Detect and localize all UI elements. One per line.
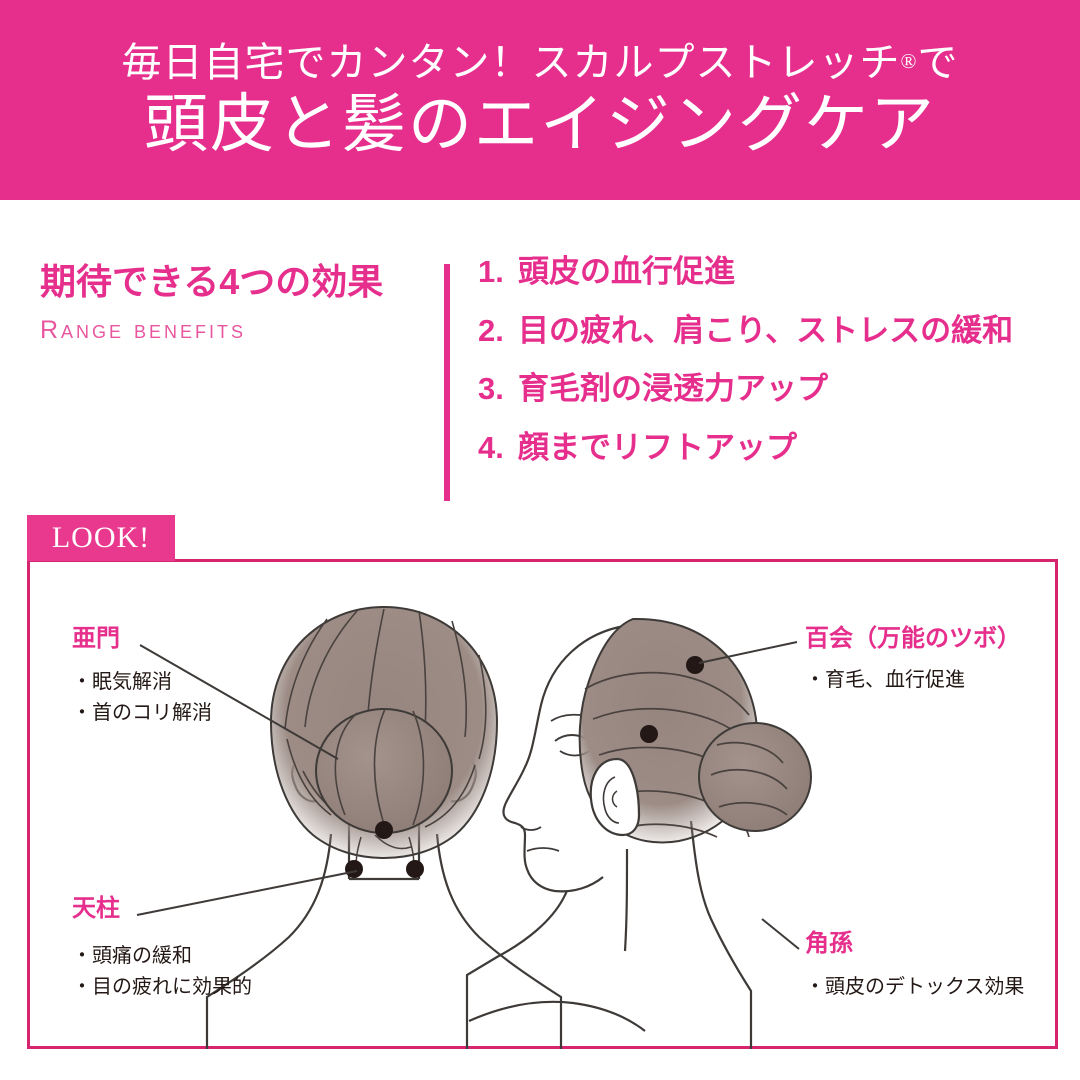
header-title: 頭皮と髪のエイジングケア xyxy=(144,89,936,161)
label-amon-items: ・眠気解消 ・首のコリ解消 xyxy=(72,668,212,728)
benefits-title: 期待できる4つの効果 xyxy=(40,261,384,302)
list-item: 1. 頭皮の血行促進 xyxy=(478,254,1068,289)
label-hyakue-items: ・育毛、血行促進 xyxy=(805,666,1021,695)
label-hyakue: 百会（万能のツボ） ・育毛、血行促進 xyxy=(805,625,1021,695)
header-subtitle: 毎日自宅でカンタン！スカルプストレッチ®で xyxy=(122,41,959,85)
label-kakuson: 角孫 ・頭皮のデトックス効果 xyxy=(805,930,1024,1002)
label-hyakue-name: 百会（万能のツボ） xyxy=(805,625,1021,652)
benefit-number: 2. xyxy=(478,312,504,348)
benefits-list: 1. 頭皮の血行促進 2. 目の疲れ、肩こり、ストレスの緩和 3. 育毛剤の浸透… xyxy=(478,254,1068,490)
header-banner: 毎日自宅でカンタン！スカルプストレッチ®で 頭皮と髪のエイジングケア xyxy=(0,0,1080,200)
label-kakuson-item: ・頭皮のデトックス効果 xyxy=(805,975,1025,998)
label-kakuson-items: ・頭皮のデトックス効果 xyxy=(805,973,1024,1002)
header-subtitle-prefix: 毎日自宅でカンタン！スカルプストレッチ xyxy=(121,40,901,86)
list-item: 4. 顔までリフトアップ xyxy=(478,429,1068,465)
benefits-divider xyxy=(444,264,450,501)
label-amon-name: 亜門 xyxy=(72,625,120,652)
list-item: 3. 育毛剤の浸透力アップ xyxy=(478,373,1068,406)
benefit-text: 育毛剤の浸透力アップ xyxy=(518,371,828,407)
look-tab-label: LOOK! xyxy=(51,521,151,554)
benefit-number: 4. xyxy=(478,429,504,465)
benefit-text: 顔までリフトアップ xyxy=(518,429,797,465)
label-tenchu: 天柱 ・頭痛の緩和 ・目の疲れに効果的 xyxy=(72,895,252,1002)
benefit-text: 頭皮の血行促進 xyxy=(518,254,735,289)
label-tenchu-item: ・目の疲れに効果的 xyxy=(72,975,252,998)
benefit-text: 目の疲れ、肩こり、ストレスの緩和 xyxy=(518,312,1014,348)
label-amon: 亜門 ・眠気解消 ・首のコリ解消 xyxy=(72,625,212,728)
label-hyakue-item: ・育毛、血行促進 xyxy=(805,668,965,691)
list-item: 2. 目の疲れ、肩こり、ストレスの緩和 xyxy=(478,312,1068,348)
label-kakuson-name: 角孫 xyxy=(805,930,853,957)
registered-trademark-icon: ® xyxy=(900,49,918,74)
look-tab: LOOK! xyxy=(27,515,175,561)
header-subtitle-suffix: で xyxy=(917,40,959,86)
benefits-subtitle: Range benefits xyxy=(40,315,247,344)
benefits-heading-group: 期待できる4つの効果 Range benefits xyxy=(40,262,430,345)
label-amon-item: ・眠気解消 xyxy=(72,670,172,693)
label-tenchu-items: ・頭痛の緩和 ・目の疲れに効果的 xyxy=(72,942,252,1002)
benefit-number: 3. xyxy=(478,371,504,407)
label-amon-item: ・首のコリ解消 xyxy=(72,701,212,724)
benefit-number: 1. xyxy=(478,254,504,289)
label-tenchu-name: 天柱 xyxy=(72,895,120,922)
benefits-section: 期待できる4つの効果 Range benefits 1. 頭皮の血行促進 2. … xyxy=(0,200,1080,515)
label-tenchu-item: ・頭痛の緩和 xyxy=(72,944,192,967)
